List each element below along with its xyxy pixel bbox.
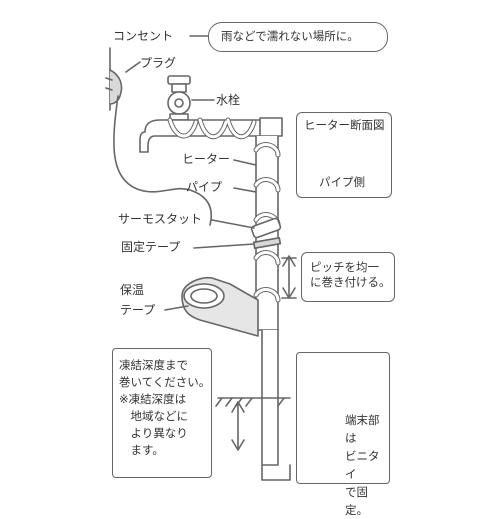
faucet-handle-icon xyxy=(167,75,191,121)
pitch-note-text: ピッチを均一 に巻き付ける。 xyxy=(310,260,391,289)
label-faucet: 水栓 xyxy=(216,93,241,107)
leader-plug xyxy=(125,61,141,73)
cross-section-side-label: パイプ側 xyxy=(319,175,365,189)
thermostat xyxy=(250,217,282,239)
cross-section-title: ヒーター断面図 xyxy=(304,118,385,132)
label-fixing-tape: 固定テープ xyxy=(121,240,181,254)
callout-freeze-depth: 凍結深度まで 巻いてください。 ※凍結深度は 地域などに より異なり ます。 xyxy=(112,348,212,478)
label-thermostat: サーモスタット xyxy=(118,212,203,226)
callout-outlet-text: 雨などで濡れない場所に。 xyxy=(221,29,359,43)
plug-icon xyxy=(109,69,123,105)
heater-spiral xyxy=(253,142,281,303)
leader-fixing-tape xyxy=(193,243,255,249)
diagram-drawing xyxy=(105,35,371,481)
label-plug: プラグ xyxy=(140,56,177,70)
callout-outlet: 雨などで濡れない場所に。 xyxy=(208,22,388,52)
leader-insulation xyxy=(164,305,189,311)
callout-end-detail: 端末部は ビニタイ で固定。 xyxy=(296,352,390,517)
label-outlet: コンセント xyxy=(113,29,174,43)
freeze-depth-text: 凍結深度まで 巻いてください。 ※凍結深度は 地域などに より異なり ます。 xyxy=(119,358,211,457)
fixing-tape-band xyxy=(252,236,282,250)
leader-pipe xyxy=(233,187,257,193)
callout-cross-section: ヒーター断面図 パイプ側 xyxy=(296,112,392,198)
label-insulation-tape: 保温 テープ xyxy=(120,283,156,317)
leader-thermostat xyxy=(211,219,255,229)
label-pipe: パイプ xyxy=(186,180,223,194)
leader-heater xyxy=(233,159,257,166)
callout-pitch: ピッチを均一 に巻き付ける。 xyxy=(301,252,395,302)
pipe-heater-install-diagram: コンセント プラグ 水栓 ヒーター パイプ サーモスタット 固定テープ 保温 テ… xyxy=(105,22,395,517)
label-heater: ヒーター xyxy=(182,152,231,166)
ground-hatch-icon xyxy=(215,397,291,407)
end-note-text: 端末部は ビニタイ で固定。 xyxy=(345,413,380,517)
power-cord xyxy=(113,95,212,226)
insulation-tape-roll xyxy=(181,276,259,337)
